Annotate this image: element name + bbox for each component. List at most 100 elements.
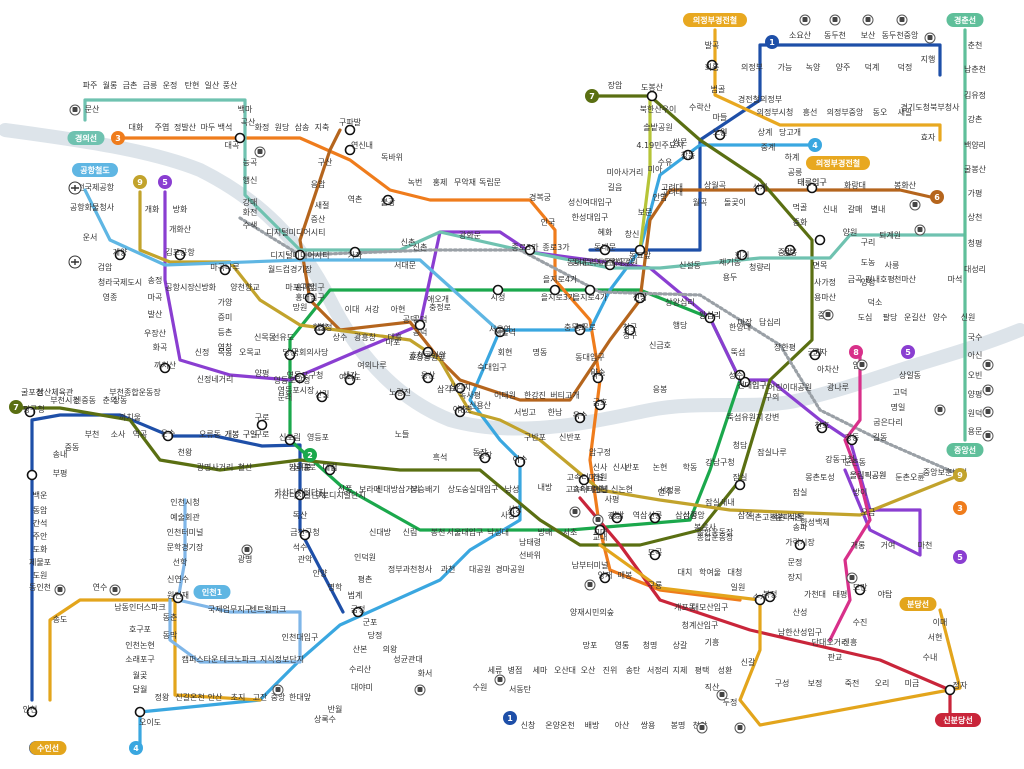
station-label[interactable]: 제기동 [719,258,741,267]
station-label[interactable]: 동춘 [163,613,178,622]
station-label[interactable]: 강남구청 [705,457,734,467]
transfer-station-marker[interactable] [784,244,796,256]
station-label[interactable]: 충정로 [429,302,451,312]
line-badge-7[interactable]: 7 [585,89,599,103]
line-badge-3[interactable]: 3 [111,131,125,145]
station-label[interactable]: 종합운동장 [697,527,734,537]
transfer-station-marker[interactable] [324,464,336,476]
station-label[interactable]: 삼전 [738,510,753,520]
station-label[interactable]: 산본 [353,644,368,654]
station-label[interactable]: 용산 [421,370,436,380]
station-label[interactable]: 이대 [345,304,360,314]
station-label[interactable]: 잠실 [793,487,808,497]
station-label[interactable]: 강변 [765,412,780,422]
station-label[interactable]: 도화 [33,545,48,554]
line-name-badge[interactable]: 경의선 [67,131,105,145]
transfer-station-marker[interactable] [574,324,586,336]
station-label[interactable]: 구의 [765,392,780,402]
station-label[interactable]: 신도림 [279,432,301,442]
transfer-station-marker[interactable] [549,284,561,296]
station-label[interactable]: 사릉 [885,261,900,270]
station-label[interactable]: 대곡 [225,141,240,150]
station-label[interactable]: 상도 [448,484,463,494]
station-label[interactable]: 을지로4가 [543,275,578,284]
station-label[interactable]: 운서 [83,233,98,242]
station-label[interactable]: 화전 [243,207,258,217]
station-label[interactable]: 금정 [351,604,366,614]
station-label[interactable]: 가양 [218,298,233,307]
station-label[interactable]: 청구 [623,323,638,332]
station-label[interactable]: 디지털미디어시티 [267,227,326,237]
station-label[interactable]: 신대방 [369,527,392,537]
station-label[interactable]: 무악재 [454,177,476,187]
station-label[interactable]: 대치 [678,568,693,577]
station-label[interactable]: 언주 [658,487,673,497]
transfer-station-marker[interactable] [172,592,184,604]
line-name-badge[interactable]: 의정부경전철 [683,13,747,27]
station-label[interactable]: 청명 [643,640,658,650]
station-label[interactable]: 동인천 [29,582,51,592]
station-label[interactable]: 굽은다리 [873,418,902,427]
station-label[interactable]: 논현 [593,485,608,494]
station-label[interactable]: 연신내 [351,141,373,150]
transfer-station-marker[interactable] [344,124,356,136]
line-badge-1[interactable]: 1 [503,711,517,725]
station-label[interactable]: 독산 [293,510,308,520]
station-label[interactable]: 신림 [403,527,418,537]
station-label[interactable]: 숙대입구 [477,363,506,372]
station-label[interactable]: 길동 [873,433,888,442]
line-badge-9[interactable]: 9 [133,175,147,189]
station-label[interactable]: 회현 [498,348,513,357]
station-label[interactable]: 두정 [723,697,738,707]
station-label[interactable]: 보정 [808,678,823,688]
station-label[interactable]: 애오개 [427,294,449,304]
station-label[interactable]: 봉천 [431,527,446,537]
station-label[interactable]: 동작 [478,450,493,460]
station-label[interactable]: 철산 [238,462,253,472]
station-label[interactable]: 노량진 [389,387,411,397]
station-label[interactable]: 공항화물청사 [70,203,115,212]
station-label[interactable]: 서대문 [394,261,416,270]
station-label[interactable]: 신용산 [469,400,492,410]
transfer-station-marker[interactable] [26,469,38,481]
station-label[interactable]: 혜화 [598,228,613,237]
station-label[interactable]: 세류 [488,666,503,675]
station-label[interactable]: 안국 [541,217,556,227]
station-label[interactable]: 이매 [933,617,948,627]
station-label[interactable]: 금천구청 [290,527,319,537]
station-label[interactable]: 4.19민주묘지 [636,140,683,150]
transfer-station-marker[interactable] [714,129,726,141]
station-label[interactable]: 광나루 [827,382,849,392]
station-label[interactable]: 송파 [793,523,808,532]
transfer-station-marker[interactable] [219,264,231,276]
station-label[interactable]: 신사 [613,463,628,472]
station-label[interactable]: 시청 [491,293,506,302]
station-label[interactable]: 신방화 [194,282,217,292]
station-label[interactable]: 명일 [891,402,906,412]
station-label[interactable]: 까치울 [119,413,141,422]
station-label[interactable]: 소사 [111,430,126,439]
station-label[interactable]: 탄현 [185,80,200,90]
station-label[interactable]: 동묘앞 [629,250,652,260]
station-label[interactable]: 서빙고 [514,408,536,417]
station-label[interactable]: 홍대입구 [295,292,324,302]
station-label[interactable]: 녹번 [408,178,423,187]
station-label[interactable]: 양평 [255,368,270,378]
line-badge-7[interactable]: 7 [9,400,23,414]
station-label[interactable]: 오목교 [239,348,261,357]
station-label[interactable]: 뚝섬유원지 [727,412,764,422]
transfer-station-marker[interactable] [382,194,394,206]
station-label[interactable]: 군포 [363,618,378,627]
station-label[interactable]: 주안 [33,531,48,541]
transfer-station-marker[interactable] [736,249,748,261]
station-label[interactable]: 세마 [533,666,548,675]
station-label[interactable]: 춘천 [968,40,983,50]
station-label[interactable]: 인천논현 [125,640,154,650]
line-name-badge[interactable]: 인천1 [193,585,231,599]
station-label[interactable]: 개화 [145,204,160,214]
station-label[interactable]: 마곡나루 [210,263,239,272]
station-label[interactable]: 문래 [278,393,293,402]
station-label[interactable]: 신창 [521,721,536,730]
station-label[interactable]: 지제 [673,666,688,675]
station-label[interactable]: 학여울 [699,567,721,577]
